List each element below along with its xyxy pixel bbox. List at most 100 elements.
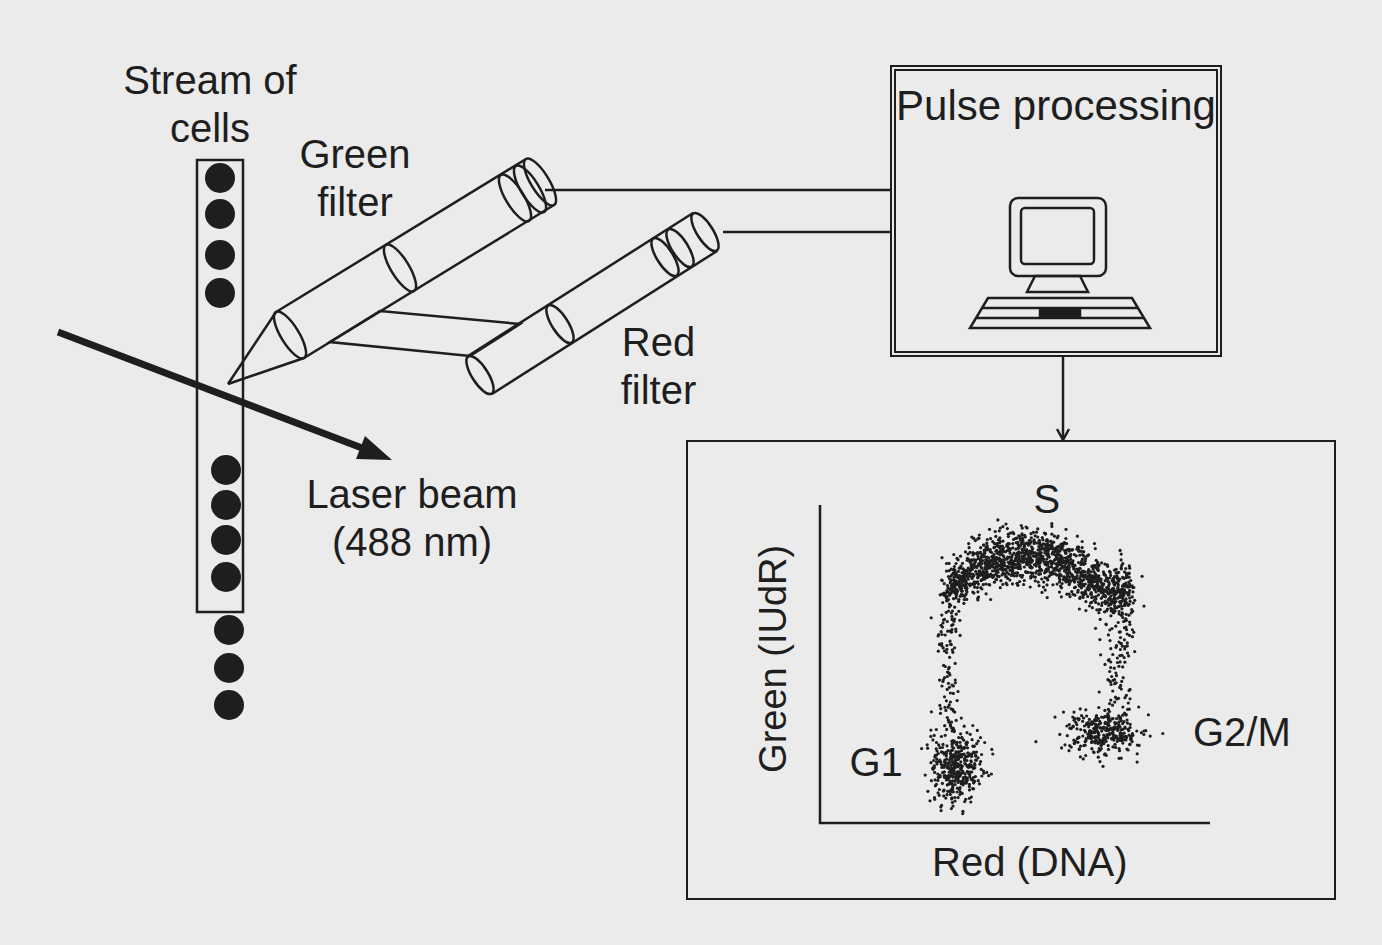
lens <box>378 240 422 295</box>
scatter-point <box>950 797 953 800</box>
scatter-point <box>1118 720 1121 723</box>
scatter-point <box>1121 587 1124 590</box>
scatter-point <box>1094 725 1097 728</box>
scatter-point <box>1099 744 1102 747</box>
scatter-point <box>996 574 999 577</box>
scatter-point <box>934 778 937 781</box>
scatter-point <box>1010 574 1013 577</box>
scatter-point <box>1075 727 1078 730</box>
scatter-point <box>1081 553 1084 556</box>
scatter-point <box>1120 607 1123 610</box>
scatter-point <box>989 537 992 540</box>
scatter-point <box>1093 542 1096 545</box>
scatter-point <box>988 583 991 586</box>
scatter-point <box>1114 722 1117 725</box>
scatter-point <box>1094 601 1097 604</box>
scatter-point <box>987 583 990 586</box>
scatter-point <box>959 754 962 757</box>
scatter-point <box>1121 739 1124 742</box>
scatter-point <box>1044 589 1047 592</box>
scatter-point <box>945 728 948 731</box>
scatter-point <box>1084 609 1087 612</box>
scatter-point <box>1005 575 1008 578</box>
scatter-point <box>1008 579 1011 582</box>
scatter-point <box>1022 549 1025 552</box>
scatter-point <box>1121 722 1124 725</box>
scatter-point <box>946 783 949 786</box>
scatter-point <box>1022 545 1025 548</box>
scatter-point <box>971 738 974 741</box>
scatter-point <box>1010 565 1013 568</box>
scatter-point <box>1034 579 1037 582</box>
scatter-point <box>958 741 961 744</box>
scatter-point <box>1001 568 1004 571</box>
scatter-point <box>935 741 938 744</box>
scatter-point <box>1095 559 1098 562</box>
scatter-point <box>1113 569 1116 572</box>
scatter-point <box>940 735 943 738</box>
scatter-point <box>957 796 960 799</box>
scatter-point <box>980 774 983 777</box>
scatter-point <box>968 546 971 549</box>
scatter-point <box>1020 524 1023 527</box>
scatter-point <box>1065 724 1068 727</box>
scatter-point <box>968 763 971 766</box>
scatter-point <box>966 741 969 744</box>
scatter-point <box>991 576 994 579</box>
scatter-point <box>998 538 1001 541</box>
scatter-point <box>1034 534 1037 537</box>
scatter-point <box>961 590 964 593</box>
scatter-point <box>1072 725 1075 728</box>
scatter-point <box>943 770 946 773</box>
scatter-point <box>1040 551 1043 554</box>
scatter-point <box>1038 569 1041 572</box>
scatter-point <box>1127 734 1130 737</box>
scatter-point <box>1016 572 1019 575</box>
scatter-point <box>1037 548 1040 551</box>
scatter-point <box>1052 572 1055 575</box>
scatter-point <box>1073 586 1076 589</box>
scatter-point <box>1032 554 1035 557</box>
scatter-point <box>1077 736 1080 739</box>
scatter-point <box>1020 576 1023 579</box>
scatter-point <box>1081 720 1084 723</box>
scatter-point <box>982 769 985 772</box>
scatter-point <box>1084 557 1087 560</box>
scatter-point <box>947 598 950 601</box>
scatter-point <box>1118 747 1121 750</box>
scatter-point <box>1094 735 1097 738</box>
scatter-point <box>968 551 971 554</box>
cell <box>211 490 241 520</box>
scatter-point <box>950 749 953 752</box>
scatter-point <box>1071 548 1074 551</box>
scatter-point <box>1113 593 1116 596</box>
scatter-point <box>1094 598 1097 601</box>
scatter-point <box>1058 733 1061 736</box>
scatter-point <box>983 741 986 744</box>
scatter-point <box>997 575 1000 578</box>
scatter-point <box>1076 535 1079 538</box>
scatter-point <box>1135 729 1138 732</box>
scatter-point <box>976 729 979 732</box>
scatter-point <box>938 788 941 791</box>
scatter-point <box>1060 746 1063 749</box>
scatter-point <box>953 796 956 799</box>
scatter-point <box>935 760 938 763</box>
scatter-point <box>969 733 972 736</box>
scatter-point <box>956 762 959 765</box>
scatter-point <box>1120 553 1123 556</box>
scatter-point <box>1058 591 1061 594</box>
scatter-point <box>1008 569 1011 572</box>
scatter-point <box>1005 581 1008 584</box>
scatter-point <box>1111 745 1114 748</box>
scatter-point <box>973 751 976 754</box>
scatter-point <box>941 601 944 604</box>
scatter-point <box>1106 580 1109 583</box>
scatter-point <box>1112 587 1115 590</box>
scatter-point <box>933 798 936 801</box>
scatter-point <box>994 535 997 538</box>
scatter-point <box>946 595 949 598</box>
scatter-point <box>1093 719 1096 722</box>
scatter-point <box>1125 747 1128 750</box>
scatter-point <box>1088 718 1091 721</box>
